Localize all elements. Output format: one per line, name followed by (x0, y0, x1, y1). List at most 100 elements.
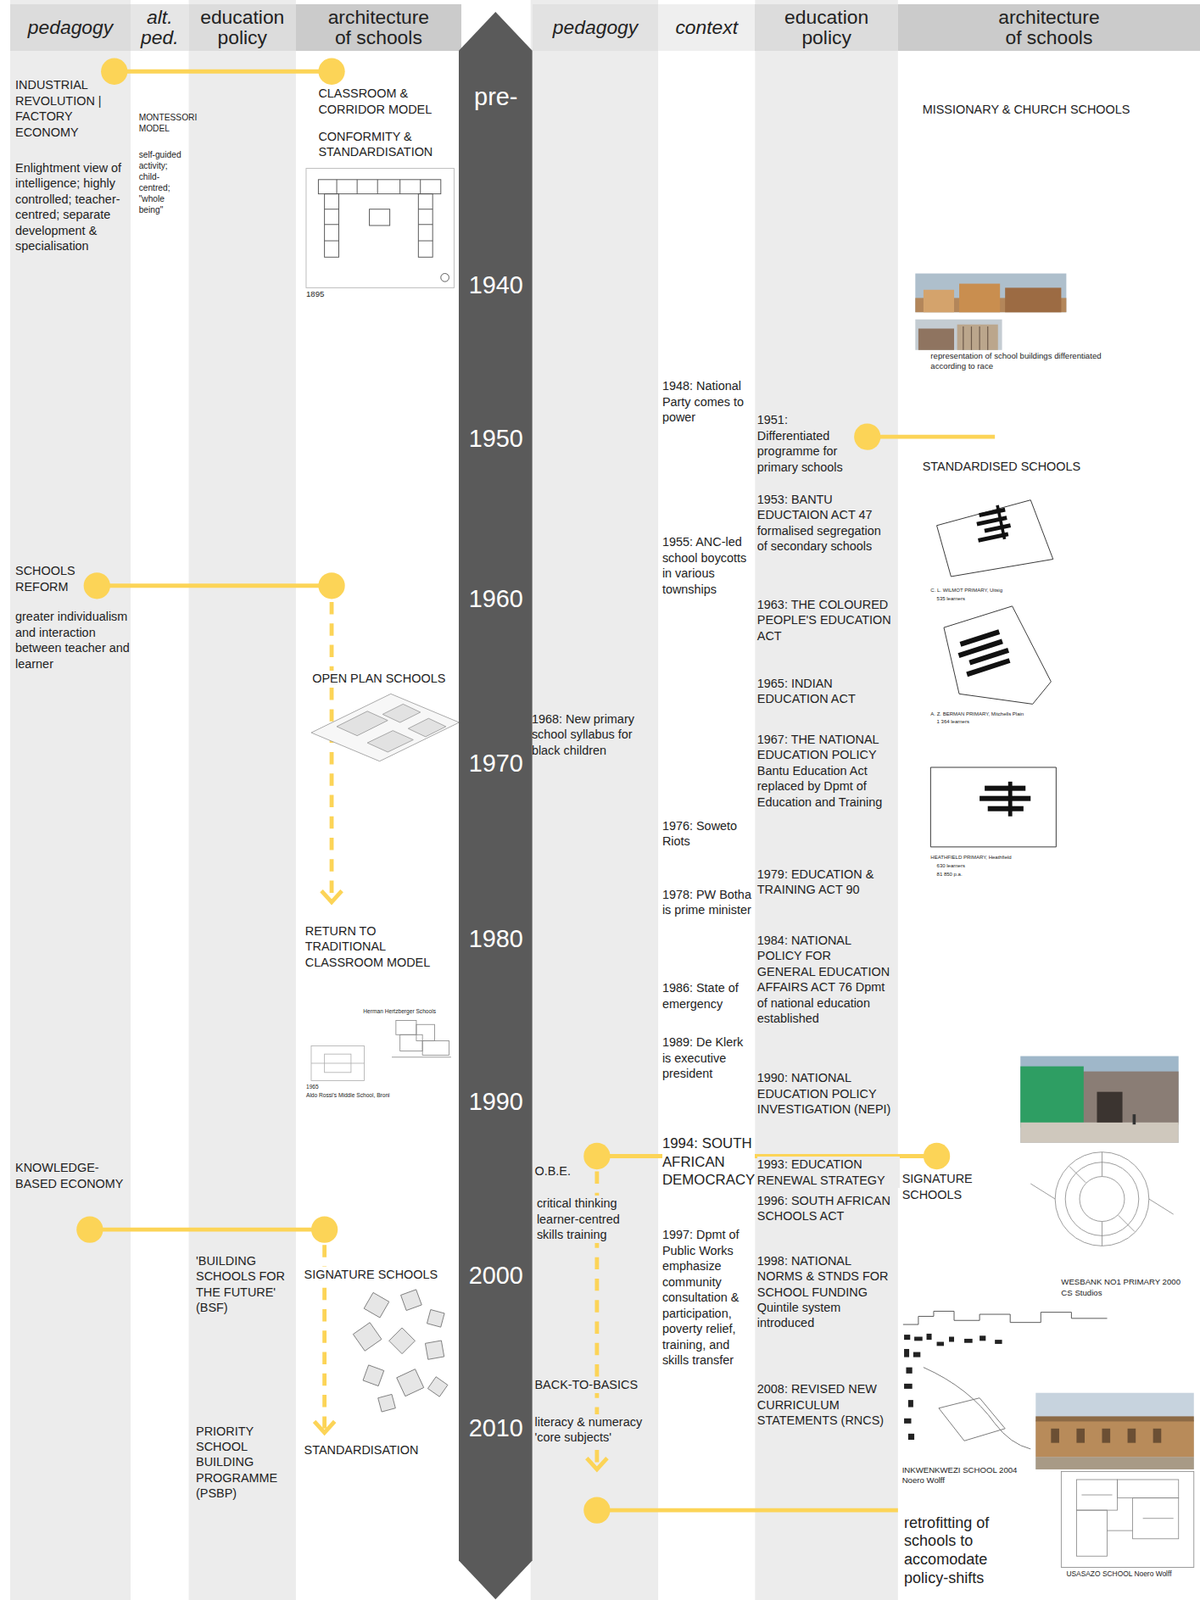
site-plans-part (937, 500, 1054, 577)
timeline-note: 1979: EDUCATION & TRAINING ACT 90 (757, 866, 893, 899)
column-header: pedagogy (532, 4, 659, 51)
year-label: 1970 (458, 751, 533, 776)
column-title: education policy (771, 6, 882, 48)
inkwenkwezi-drawings-part (899, 1306, 1110, 1327)
usasazo-plan-part (1117, 1479, 1179, 1499)
yellow-dots-part (583, 1496, 610, 1524)
site-plans-part (983, 523, 1011, 533)
timeline-note: critical thinking learner-centred skills… (536, 1195, 649, 1243)
timeline-note: MISSIONARY & CHURCH SCHOOLS (922, 101, 1131, 118)
column-title: pedagogy (552, 16, 638, 38)
site-plans-part (965, 658, 1011, 677)
timeline-note: 1976: Soweto Riots (662, 818, 753, 850)
open-plan-drawing-part (382, 703, 421, 723)
usasazo-plan-part (1081, 1495, 1112, 1496)
timeline-note: Herman Hertzberger Schools (362, 1008, 436, 1016)
column-stripes-part (189, 0, 296, 1600)
inkwenkwezi-photo-part (1035, 1457, 1195, 1470)
green-school-photo-part (1020, 1056, 1179, 1144)
timeline-note: greater individualism and interaction be… (15, 608, 136, 672)
inkwenkwezi-drawings-part (904, 1333, 1003, 1440)
site-plans (923, 485, 1067, 899)
race-school-photos-part (962, 326, 964, 351)
wesbank-plan-part (1020, 1148, 1184, 1251)
column-header: education policy (189, 4, 296, 51)
green-school-photo-part (1020, 1066, 1084, 1128)
race-school-photos-part (959, 284, 1000, 313)
inkwenkwezi-drawings-part (979, 1335, 986, 1341)
yellow-links (89, 71, 995, 1511)
plan-1895-part (318, 179, 441, 195)
signature-schools-drawing-part (426, 1310, 445, 1329)
dashed-trends-part (314, 1421, 335, 1433)
hertzberger-plan-part (396, 1020, 417, 1035)
timeline-note: KNOWLEDGE-BASED ECONOMY (15, 1160, 133, 1192)
open-plan-drawing-part (367, 731, 414, 753)
site-plans-part (984, 786, 1026, 792)
timeline-note: 1967: THE NATIONAL EDUCATION POLICY Bant… (757, 731, 893, 810)
inkwenkwezi-photo-part (1153, 1428, 1162, 1444)
site-plans-part (923, 485, 1067, 899)
usasazo-plan-part (1143, 1518, 1174, 1519)
timeline-note: INKWENKWEZI SCHOOL 2004 Noero Wolff (902, 1465, 1030, 1487)
hertzberger-plan-part (391, 1056, 452, 1058)
timeline-note: retrofitting of schools to accomodate po… (904, 1514, 1032, 1589)
column-title: context (675, 16, 738, 38)
timeline-note: 81 850 p.a. (937, 871, 963, 879)
timeline-note: 1955: ANC-led school boycotts in various… (662, 534, 753, 598)
plan-1895-part (324, 240, 340, 242)
plan-1895-part (306, 168, 454, 289)
site-plans-part (978, 507, 1006, 518)
inkwenkwezi-photo-part (1101, 1428, 1111, 1444)
rossi-plan-part (311, 1046, 365, 1082)
yellow-dots-part (100, 58, 128, 85)
open-plan-drawing-part (311, 693, 459, 761)
timeline-note: WESBANK NO1 PRIMARY 2000 CS Studios (1060, 1277, 1194, 1299)
race-school-photos-part (963, 326, 988, 351)
inkwenkwezi-drawings-part (904, 1334, 910, 1340)
inkwenkwezi-drawings-part (905, 1367, 912, 1374)
plan-1895-part (419, 179, 421, 195)
timeline-note: 1 364 learners (937, 719, 970, 726)
year-label: 1940 (458, 273, 533, 298)
timeline-note: BACK-TO-BASICS (534, 1377, 638, 1393)
inkwenkwezi-drawings-part (903, 1311, 1108, 1325)
signature-schools-drawing-part (427, 1377, 447, 1397)
timeline-note: STANDARDISED SCHOOLS (922, 458, 1081, 475)
plan-1895-part (418, 194, 433, 258)
inkwenkwezi-drawings-part (913, 1352, 921, 1358)
timeline-note: 1994: SOUTH AFRICAN DEMOCRACY (662, 1134, 755, 1190)
plan-1895 (306, 168, 454, 289)
yellow-dots-part (318, 58, 345, 85)
timeline-note: 1996: SOUTH AFRICAN SCHOOLS ACT (757, 1193, 893, 1225)
inkwenkwezi-drawings-part (914, 1337, 923, 1342)
signature-schools-drawing-part (396, 1369, 425, 1397)
year-label: 1980 (458, 926, 533, 952)
race-school-photos-part (1004, 287, 1061, 313)
timeline-note: O.B.E. (534, 1163, 570, 1179)
timeline-note: CONFORMITY & STANDARDISATION (318, 128, 456, 161)
yellow-dots-part (923, 1143, 950, 1170)
yellow-dots-part (583, 1143, 610, 1170)
inkwenkwezi-drawings-part (994, 1339, 1002, 1345)
inkwenkwezi-drawings-part (926, 1333, 933, 1340)
plan-1895-part (318, 179, 449, 282)
inkwenkwezi-drawings-part (964, 1339, 973, 1344)
column-header: architecture of schools (295, 4, 462, 51)
race-school-photos (915, 273, 1067, 351)
inkwenkwezi-photo-part (1035, 1416, 1195, 1422)
timeline-note: 1989: De Klerk is executive president (662, 1034, 753, 1082)
signature-schools-drawing-part (352, 1322, 382, 1352)
inkwenkwezi-photo-part (1050, 1428, 1161, 1444)
signature-schools-drawing-part (401, 1289, 423, 1312)
rossi-plan (311, 1046, 365, 1082)
inkwenkwezi-photo-part (1076, 1428, 1085, 1444)
inkwenkwezi-photo-part (1035, 1393, 1195, 1470)
yellow-dots-part (76, 1216, 103, 1244)
inkwenkwezi-photo-part (1050, 1428, 1060, 1444)
column-header: pedagogy (10, 4, 131, 51)
site-plans-part (987, 806, 1024, 812)
timeline-note: 2008: REVISED NEW CURRICULUM STATEMENTS … (757, 1381, 893, 1429)
dashed-trends-part (586, 1458, 608, 1470)
